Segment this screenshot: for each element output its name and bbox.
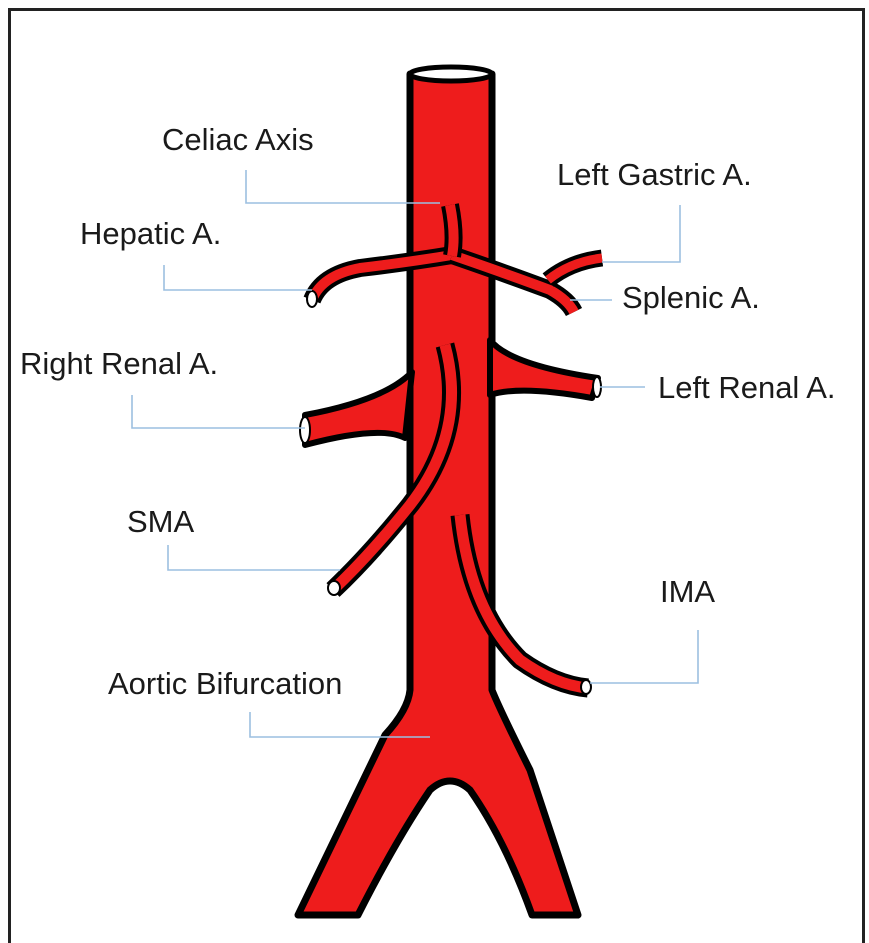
- leader-hepatic: [164, 265, 312, 290]
- label-ima: IMA: [660, 574, 715, 609]
- label-hepatic: Hepatic A.: [80, 216, 221, 251]
- leader-ima: [590, 630, 698, 683]
- leader-sma: [168, 545, 340, 570]
- label-splenic: Splenic A.: [622, 280, 760, 315]
- leader-left-gastric: [602, 205, 680, 262]
- label-celiac-axis: Celiac Axis: [162, 122, 314, 157]
- label-aortic-bifurcation: Aortic Bifurcation: [108, 666, 342, 701]
- label-right-renal: Right Renal A.: [20, 346, 218, 381]
- label-sma: SMA: [127, 504, 195, 539]
- aorta-opening: [410, 67, 492, 81]
- label-left-gastric: Left Gastric A.: [557, 157, 752, 192]
- leader-right-renal: [132, 395, 305, 428]
- right-renal-artery: [305, 372, 412, 445]
- label-left-renal: Left Renal A.: [658, 370, 836, 405]
- aorta-trunk: [298, 74, 578, 915]
- left-renal-artery: [490, 340, 598, 398]
